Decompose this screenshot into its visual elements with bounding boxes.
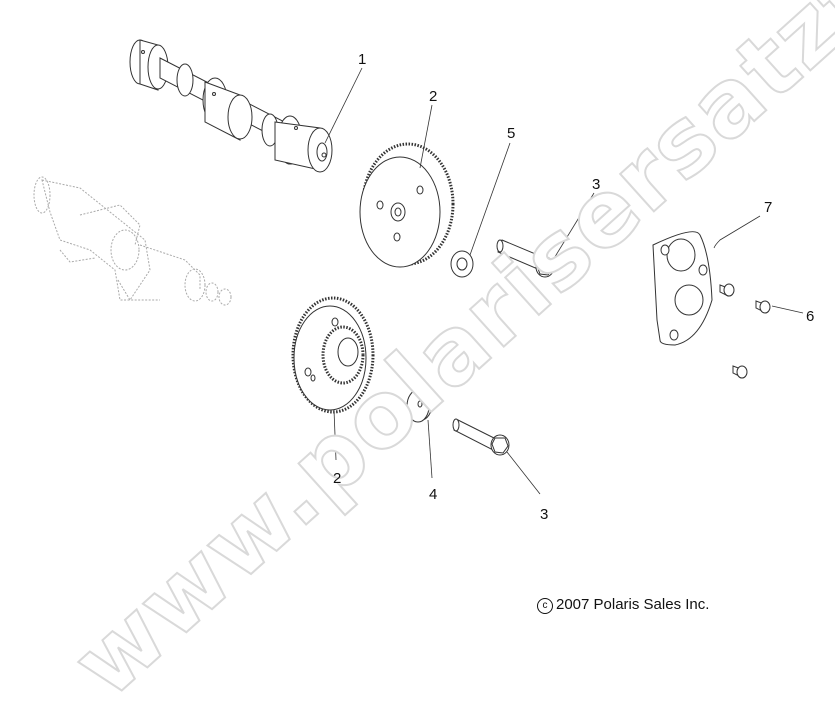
ghost-housing (33, 176, 232, 306)
callout-2-lower: 2 (333, 470, 342, 487)
washer-5 (450, 250, 474, 278)
callout-3-lower: 3 (540, 506, 549, 523)
callout-6: 6 (806, 308, 815, 325)
leader-lines (324, 67, 804, 495)
upper-gear (359, 142, 455, 268)
callout-7: 7 (764, 199, 773, 216)
plate-7 (652, 231, 713, 346)
bolt-lower (452, 418, 510, 456)
copyright-text: 2007 Polaris Sales Inc. (556, 596, 710, 613)
parts-diagram (33, 39, 804, 495)
callout-1: 1 (358, 51, 367, 68)
copyright-icon: c (537, 598, 553, 614)
callout-5: 5 (507, 125, 516, 142)
screws-6 (719, 283, 771, 379)
camshaft (129, 39, 333, 173)
callout-2-upper: 2 (429, 88, 438, 105)
bolt-upper (496, 239, 555, 278)
washer-4 (406, 387, 433, 423)
callout-4: 4 (429, 486, 438, 503)
lower-gear (291, 296, 375, 414)
callout-3-upper: 3 (592, 176, 601, 193)
